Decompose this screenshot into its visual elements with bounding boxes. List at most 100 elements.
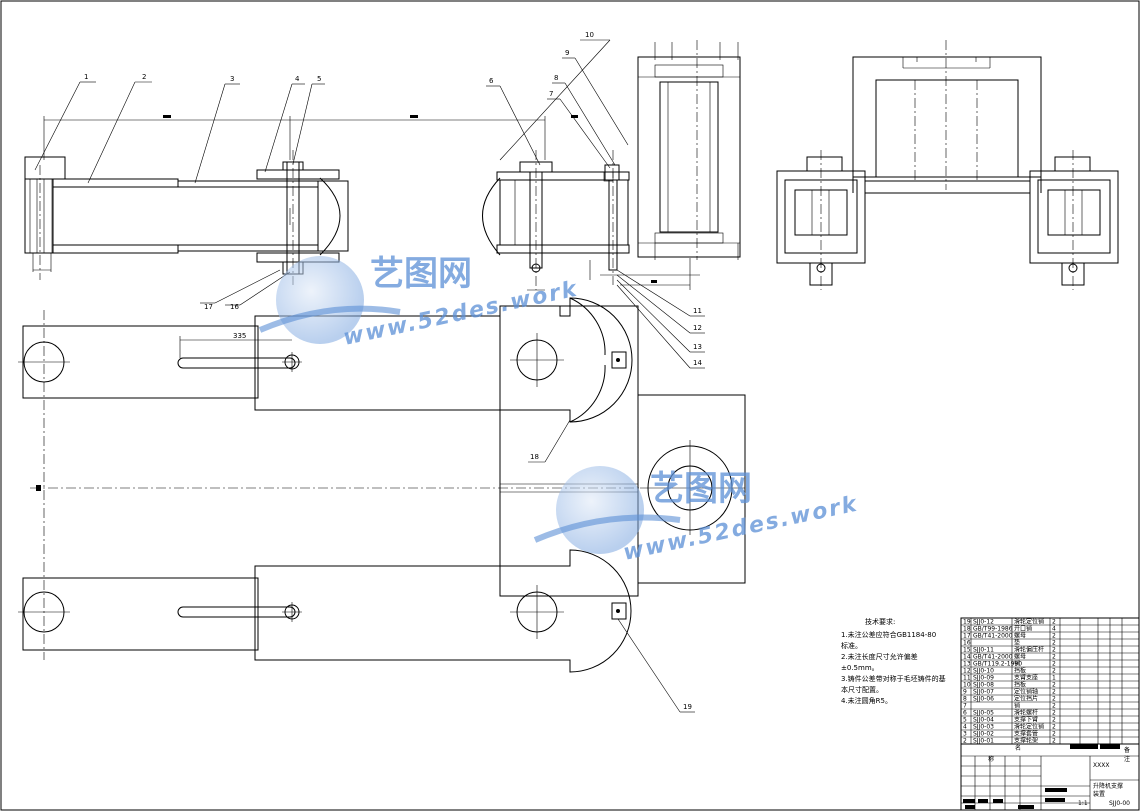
tech-note-line: 2.未注长度尺寸允许偏差 — [841, 652, 918, 661]
end-view — [776, 40, 1119, 290]
part-number: 6 — [489, 77, 494, 85]
bom-cell-code: SJJ0-04 — [973, 717, 994, 724]
bom-cell-code: SJJ0-01 — [973, 738, 994, 745]
bom-cell-qty: 2 — [1052, 703, 1056, 710]
watermark-lower: 艺图网 www.52des.work — [533, 466, 861, 566]
part-number: 1 — [84, 73, 88, 81]
tech-notes-heading: 技术要求: — [865, 617, 895, 626]
bom-cell-number: 17 — [963, 633, 971, 640]
bom-cell-number: 9 — [963, 689, 967, 696]
bom-cell-name: 挡板 — [1014, 667, 1026, 675]
bom-cell-qty: 2 — [1052, 696, 1056, 703]
part-number: 19 — [683, 703, 692, 711]
bom-cell-name: 滑轮偏压杆 — [1014, 646, 1044, 654]
bom-cell-code: GB/T119.2-1990 — [973, 661, 1022, 668]
technical-requirements: 技术要求: 1.未注公差应符合GB1184-80 标准。 2.未注长度尺寸允许偏… — [841, 617, 946, 705]
bom-cell-name: 支撑下臂 — [1014, 716, 1038, 724]
bom-cell-name: 定位挡片 — [1014, 695, 1038, 703]
globe-logo-icon — [556, 466, 644, 554]
bom-cell-number: 6 — [963, 710, 967, 717]
tech-note-line: ±0.5mm。 — [841, 664, 879, 672]
front-section-view — [24, 115, 700, 291]
bom-header-note: 备 — [1124, 746, 1130, 754]
bom-cell-qty: 2 — [1052, 640, 1056, 647]
tech-note-line: 3.铸件公差带对称于毛坯铸件的基 — [841, 674, 946, 683]
bom-cell-code: SJJ0-09 — [973, 675, 994, 682]
bom-cell-name: 螺母 — [1014, 653, 1026, 661]
bom-cell-name: 支臂支座 — [1014, 674, 1038, 682]
bom-cell-number: 19 — [963, 619, 971, 626]
part-number: 2 — [142, 73, 146, 81]
part-number: 7 — [549, 90, 553, 98]
part-number: 4 — [295, 75, 300, 83]
tech-note-line: 本尺寸配置。 — [841, 685, 883, 694]
part-number: 3 — [230, 75, 234, 83]
bom-cell-number: 14 — [963, 654, 971, 661]
bom-cell-name: 滑轮定位销 — [1014, 618, 1044, 626]
part-number: 11 — [693, 307, 702, 315]
bom-cell-qty: 2 — [1052, 738, 1056, 745]
tech-note-line: 1.未注公差应符合GB1184-80 — [841, 630, 936, 639]
bom-cell-code: GB/T99-1986 — [973, 626, 1013, 633]
bom-cell-name: 支撑轮架 — [1014, 737, 1038, 745]
bom-cell-number: 10 — [963, 682, 971, 689]
bom-cell-qty: 2 — [1052, 724, 1056, 731]
bom-cell-name: 垫 — [1014, 639, 1020, 647]
bom-cell-number: 5 — [963, 717, 967, 724]
bom-cell-code: SJJ0-12 — [973, 619, 994, 626]
bom-cell-qty: 4 — [1052, 626, 1056, 633]
bom-cell-code: SJJ0-10 — [973, 668, 994, 675]
part-number: 14 — [693, 359, 702, 367]
bom-cell-qty: 2 — [1052, 647, 1056, 654]
bom-cell-number: 8 — [963, 696, 967, 703]
bom-cell-code: SJJ0-07 — [973, 689, 994, 696]
part-number: 9 — [565, 49, 569, 57]
part-number: 17 — [204, 303, 213, 311]
tech-note-line: 标准。 — [841, 641, 862, 650]
bom-cell-name: 螺母 — [1014, 632, 1026, 640]
part-number: 13 — [693, 343, 702, 351]
bom-cell-code: SJJ0-03 — [973, 724, 994, 731]
bom-cell-name: 滑轮定位销 — [1014, 723, 1044, 731]
bom-cell-number: 11 — [963, 675, 971, 682]
bom-cell-name: 定位销轴 — [1014, 688, 1038, 696]
bom-cell-number: 2 — [963, 738, 967, 745]
bom-cell-qty: 2 — [1052, 710, 1056, 717]
globe-logo-icon — [276, 256, 364, 344]
bom-cell-number: 3 — [963, 731, 967, 738]
bom-cell-number: 4 — [963, 724, 967, 731]
bom-cell-number: 18 — [963, 626, 971, 633]
part-number: 10 — [585, 31, 594, 39]
bom-cell-qty: 2 — [1052, 668, 1056, 675]
bom-cell-code: SJJ0-05 — [973, 710, 994, 717]
part-number: 5 — [317, 75, 321, 83]
bom-cell-code: SJJ0-02 — [973, 731, 994, 738]
side-view — [620, 40, 741, 290]
bom-cell-qty: 2 — [1052, 654, 1056, 661]
bom-cell-code: GB/T41-2000 — [973, 654, 1013, 661]
bom-cell-qty: 2 — [1052, 619, 1056, 626]
part-number: 16 — [230, 303, 239, 311]
bom-cell-number: 7 — [963, 703, 967, 710]
part-number-labels: 1 2 3 4 5 6 7 8 9 10 11 12 13 14 17 16 1… — [84, 31, 702, 711]
leader-lines — [34, 39, 705, 713]
drawing-title-line2: 装置 — [1093, 790, 1105, 798]
title-block: 名 称 备 注 XXXX 升降机支撑 装置 SJJ0-00 1:1 — [960, 743, 1140, 811]
drawing-title: 升降机支撑 — [1093, 782, 1123, 790]
bom-cell-qty: 2 — [1052, 731, 1056, 738]
bom-cell-code: SJJ0-08 — [973, 682, 994, 689]
bom-cell-qty: 2 — [1052, 682, 1056, 689]
part-number: 8 — [554, 74, 558, 82]
bom-cell-code: SJJ0-11 — [973, 647, 994, 654]
drawing-scale: 1:1 — [1078, 800, 1088, 807]
bom-cell-name: 滑轮螺杆 — [1014, 709, 1038, 717]
bom-cell-qty: 2 — [1052, 633, 1056, 640]
watermark-brand: 艺图网 — [650, 469, 752, 509]
bom-cell-name: 销 — [1014, 702, 1020, 710]
bom-cell-name: 销 — [1014, 660, 1020, 668]
bom-cell-number: 15 — [963, 647, 971, 654]
bom-cell-qty: 2 — [1052, 717, 1056, 724]
drawing-number: SJJ0-00 — [1109, 800, 1130, 807]
